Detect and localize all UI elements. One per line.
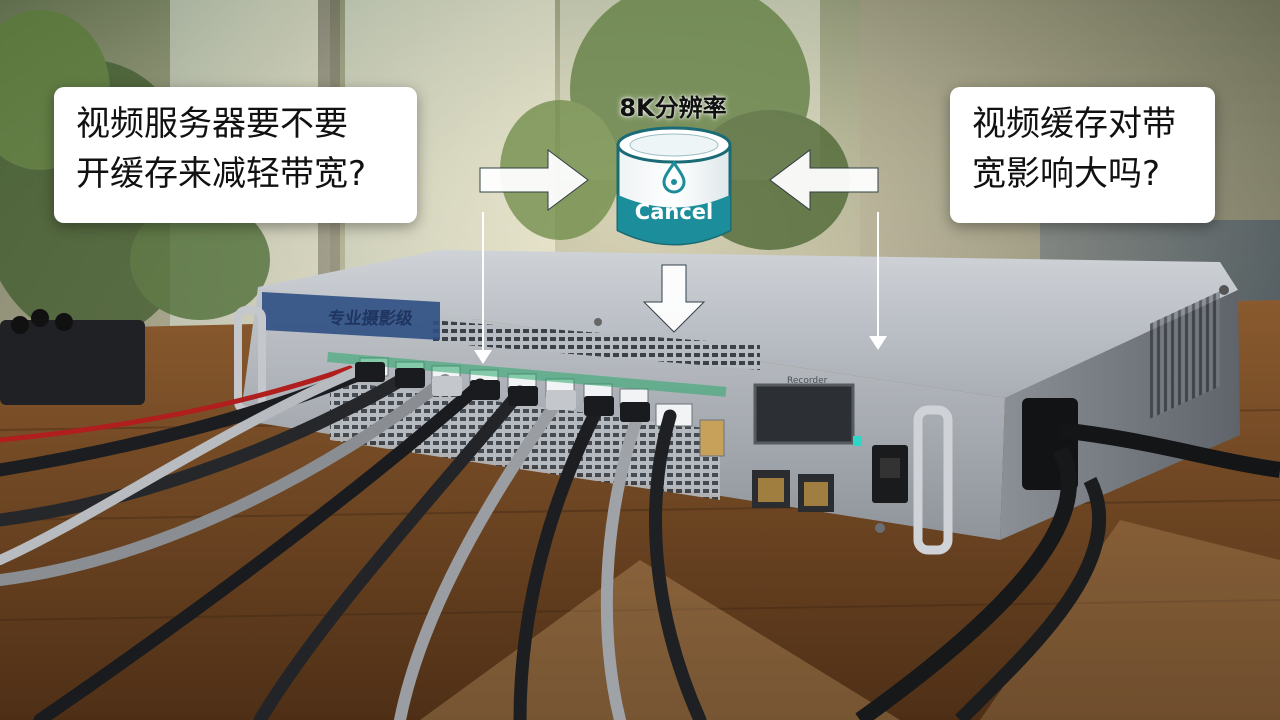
callout-question-left: 视频服务器要不要 开缓存来减轻带宽? xyxy=(54,87,417,223)
water-drop-icon xyxy=(662,160,686,194)
cancel-button[interactable]: Cancel xyxy=(634,200,714,224)
callout-left-line-1: 视频服务器要不要 xyxy=(76,104,348,144)
database-icon xyxy=(616,126,732,246)
server-panel-label: Recorder xyxy=(787,376,828,386)
resolution-label: 8K分辨率 xyxy=(619,94,727,122)
server-brand-label: 专业摄影级 xyxy=(326,309,415,329)
callout-right-line-2: 宽影响大吗? xyxy=(972,154,1161,194)
callout-question-right: 视频缓存对带 宽影响大吗? xyxy=(950,87,1215,223)
arrow-left-icon xyxy=(769,149,879,211)
callout-right-line-1: 视频缓存对带 xyxy=(972,104,1176,144)
arrow-right-icon xyxy=(479,149,589,211)
callout-left-line-2: 开缓存来减轻带宽? xyxy=(76,154,367,194)
arrow-down-icon xyxy=(642,264,706,333)
